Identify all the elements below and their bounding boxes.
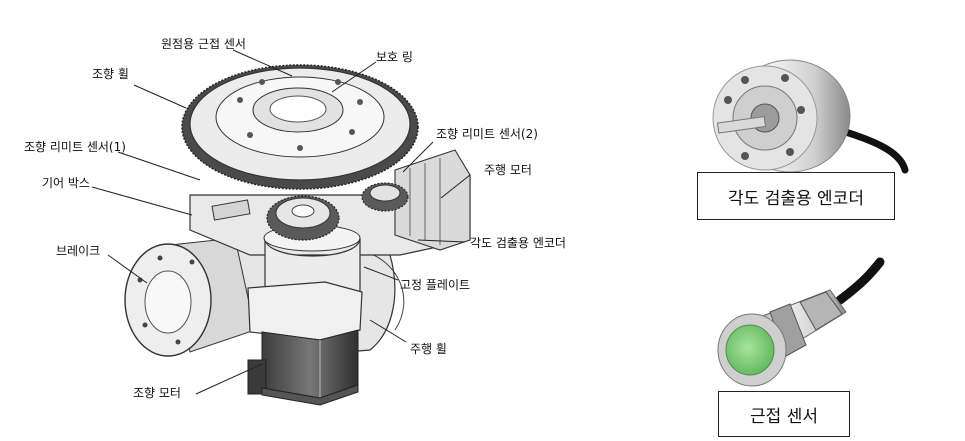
small-gears [211,182,409,241]
label-steering-motor: 조향 모터 [133,386,181,400]
label-brake: 브레이크 [56,244,101,258]
label-angle-encoder: 각도 검출용 엔코더 [470,236,566,250]
label-protection-ring: 보호 링 [376,50,413,64]
label-drive-wheel: 주행 휠 [410,342,447,356]
caption-proximity-sensor: 근접 센서 [718,391,850,437]
drive-motor-body [394,149,471,251]
caption-angle-encoder: 각도 검출용 엔코더 [697,172,895,220]
steering-wheel-gear [181,64,419,190]
label-gear-box: 기어 박스 [42,176,90,190]
brake-body [124,237,256,357]
label-steering-limit-sensor-1: 조향 리미트 센서(1) [24,140,126,154]
encoder-photo [712,59,909,174]
label-drive-motor: 주행 모터 [484,163,532,177]
label-steering-wheel: 조향 휠 [92,67,129,81]
label-home-proximity-sensor: 원점용 근접 센서 [161,37,246,51]
label-fixed-plate: 고정 플레이트 [400,278,471,292]
leader-lines [91,49,471,395]
steering-motor-body [247,281,363,406]
label-steering-limit-sensor-2: 조향 리미트 센서(2) [436,127,538,141]
proximity-sensor-photo [717,257,885,387]
